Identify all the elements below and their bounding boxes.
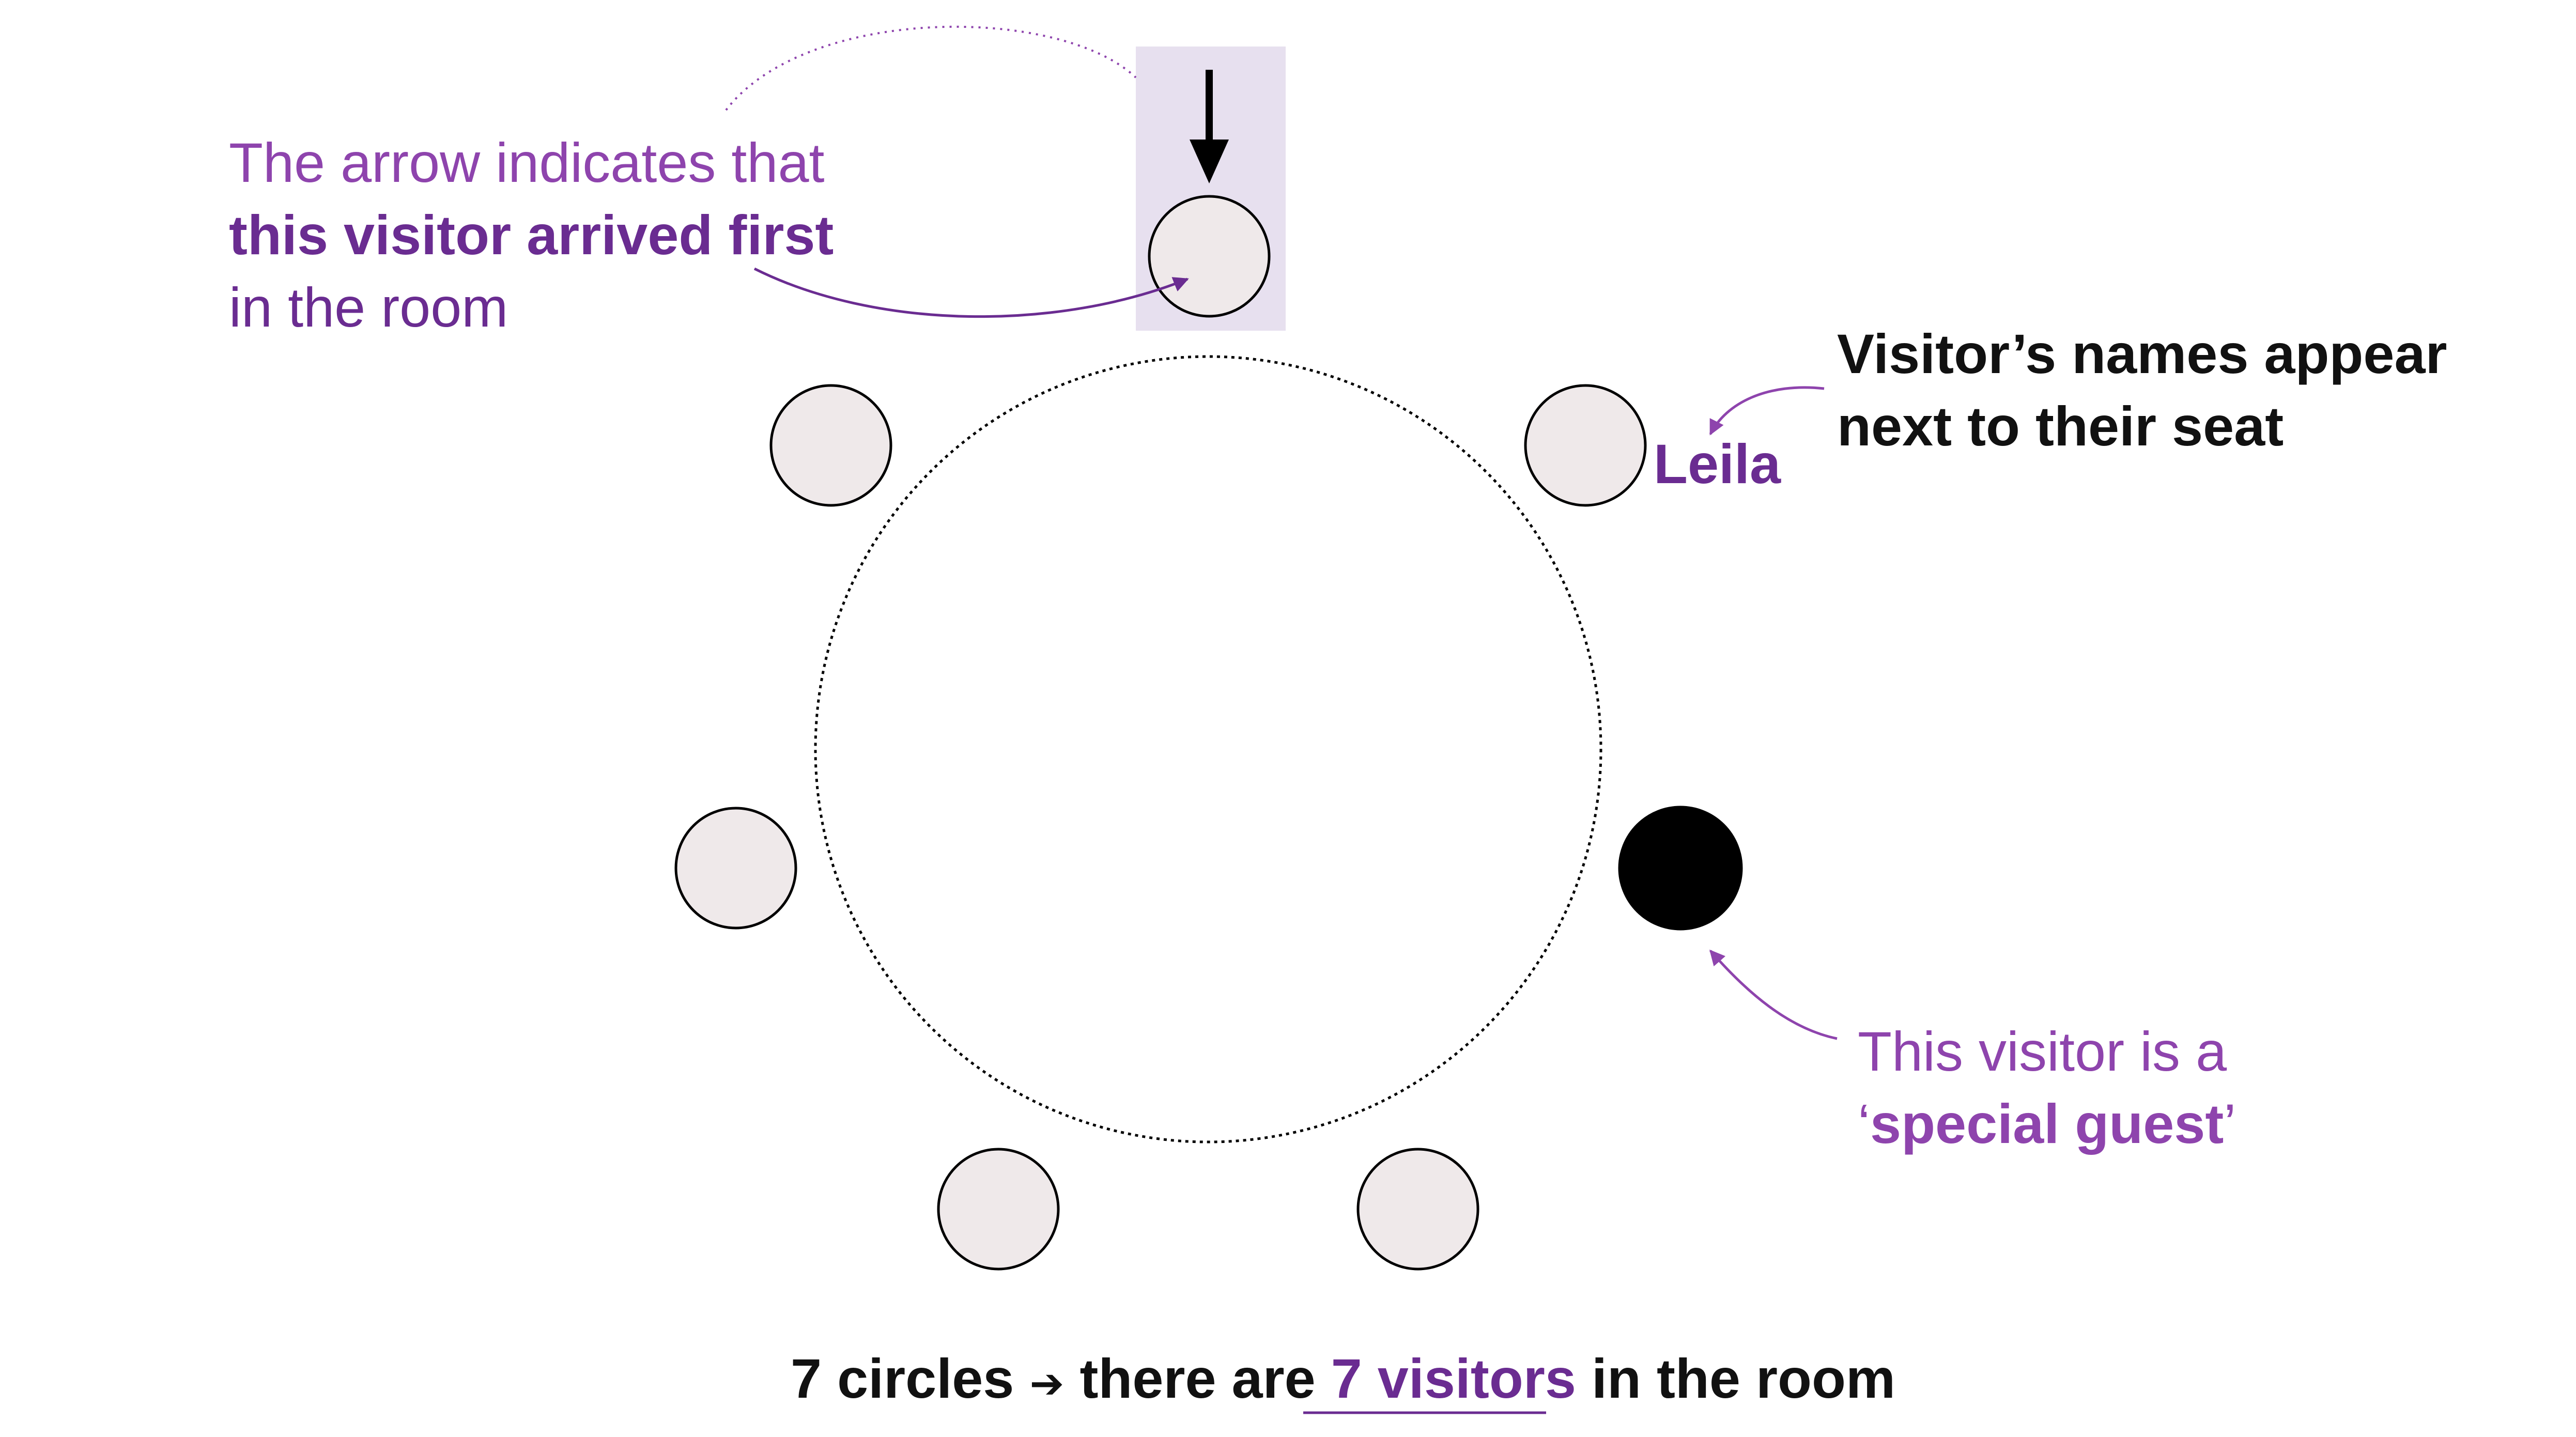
caption-part2: there are (1079, 1347, 1315, 1410)
caption-highlight: 7 visitors (1331, 1347, 1576, 1410)
first-arrival-text-line2: this visitor arrived first (229, 204, 834, 266)
seat-top-left (769, 384, 892, 507)
special-guest-quote-open: ‘ (1858, 1092, 1870, 1155)
special-guest-pointer (1709, 949, 1838, 1040)
special-guest-line1: This visitor is a (1858, 1020, 2227, 1083)
caption-arrow-icon: ➔ (1029, 1361, 1064, 1407)
names-note-line2: next to their seat (1837, 395, 2284, 457)
special-guest-emphasis: special guest (1870, 1092, 2224, 1155)
first-arrival-dotted-connector (725, 25, 1137, 111)
seat-special-guest (1618, 806, 1743, 931)
caption-part1: 7 circles (791, 1347, 1014, 1410)
seat-name-label: Leila (1654, 432, 1781, 495)
names-pointer (1709, 386, 1825, 436)
first-arrival-text-line1: The arrow indicates that (229, 131, 825, 194)
seat-leila (1524, 384, 1647, 507)
seat-left (674, 807, 797, 930)
names-note-line1: Visitor’s names appear (1837, 322, 2447, 385)
caption: 7 circles ➔ there are 7 visitors in the … (791, 1347, 1895, 1410)
down-arrow-icon (1190, 70, 1229, 183)
seat-first-arrival (1148, 195, 1271, 318)
special-guest-line2: ‘special guest’ (1858, 1092, 2236, 1155)
seat-bottom-left (937, 1148, 1060, 1271)
special-guest-quote-close: ’ (2224, 1092, 2236, 1155)
table-circle (814, 355, 1602, 1144)
first-arrival-pointer (753, 267, 1189, 318)
first-arrival-text-line3: in the room (229, 276, 508, 338)
seat-bottom-right (1356, 1148, 1479, 1271)
caption-part3: in the room (1592, 1347, 1895, 1410)
